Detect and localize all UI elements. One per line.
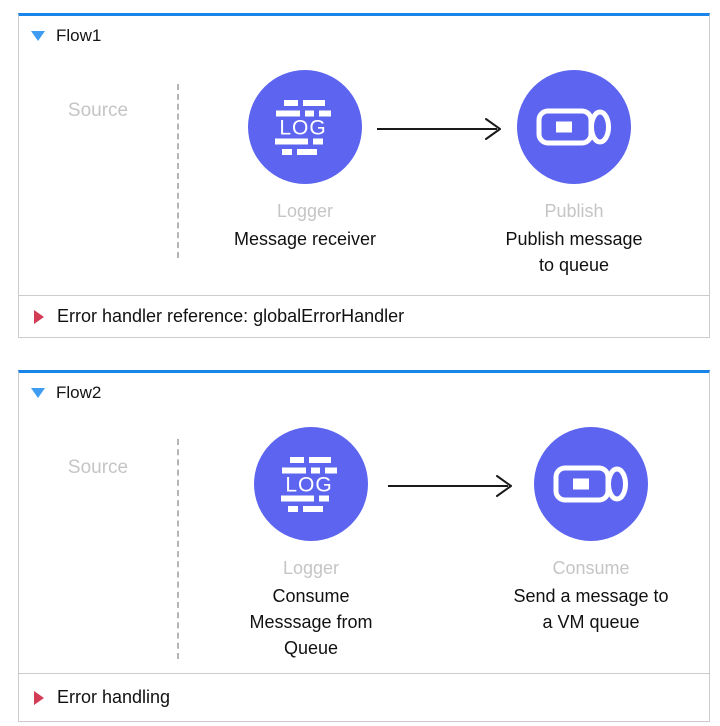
logger-node-circle[interactable]: LOG bbox=[248, 70, 362, 184]
consume-node[interactable]: Consume Send a message to a VM queue bbox=[471, 427, 711, 635]
consume-node-circle[interactable] bbox=[534, 427, 648, 541]
error-handler-label: Error handler reference: globalErrorHand… bbox=[57, 306, 405, 326]
flow-container-flow2[interactable]: Flow2 Source LOG Logger Consume Messsage… bbox=[18, 370, 710, 722]
error-handling-bar[interactable]: Error handling bbox=[19, 673, 709, 721]
flow2-header[interactable]: Flow2 bbox=[31, 383, 101, 403]
source-divider-dashed-line bbox=[177, 439, 179, 659]
collapse-triangle-icon[interactable] bbox=[31, 388, 45, 398]
error-handler-bar[interactable]: Error handler reference: globalErrorHand… bbox=[19, 295, 709, 337]
node-description: Message receiver bbox=[233, 229, 377, 249]
publish-node-circle[interactable] bbox=[517, 70, 631, 184]
logger-icon-text: LOG bbox=[285, 473, 332, 496]
vm-queue-icon bbox=[553, 465, 628, 503]
logger-node[interactable]: LOG Logger Message receiver bbox=[185, 70, 425, 252]
collapse-triangle-icon[interactable] bbox=[31, 31, 45, 41]
node-description: Publish message to queue bbox=[505, 229, 643, 275]
publish-node[interactable]: Publish Publish message to queue bbox=[454, 70, 694, 278]
flow1-header[interactable]: Flow1 bbox=[31, 26, 101, 46]
node-description: Send a message to a VM queue bbox=[513, 586, 669, 632]
flow-arrow-icon bbox=[377, 118, 501, 140]
logger-icon-text: LOG bbox=[279, 116, 326, 139]
error-expand-triangle-icon[interactable] bbox=[34, 309, 44, 324]
logger-node-circle[interactable]: LOG bbox=[254, 427, 368, 541]
node-type-label: Logger bbox=[276, 201, 334, 221]
node-description: Consume Messsage from Queue bbox=[249, 586, 373, 658]
vm-queue-icon bbox=[536, 108, 611, 146]
flow-arrow-icon bbox=[388, 475, 512, 497]
flow-title: Flow1 bbox=[56, 26, 102, 45]
logger-icon: LOG bbox=[275, 99, 331, 155]
logger-icon: LOG bbox=[281, 456, 337, 512]
node-type-label: Consume bbox=[552, 558, 630, 578]
source-divider-dashed-line bbox=[177, 84, 179, 258]
flow-title: Flow2 bbox=[56, 383, 102, 402]
error-handling-label: Error handling bbox=[57, 687, 171, 707]
source-zone-label: Source bbox=[67, 457, 129, 478]
flow-container-flow1[interactable]: Flow1 Source LOG Logger Message receiver bbox=[18, 13, 710, 338]
node-type-label: Logger bbox=[282, 558, 340, 578]
logger-node[interactable]: LOG Logger Consume Messsage from Queue bbox=[191, 427, 431, 661]
source-zone-label: Source bbox=[67, 100, 129, 121]
node-type-label: Publish bbox=[544, 201, 604, 221]
error-expand-triangle-icon[interactable] bbox=[34, 690, 44, 705]
